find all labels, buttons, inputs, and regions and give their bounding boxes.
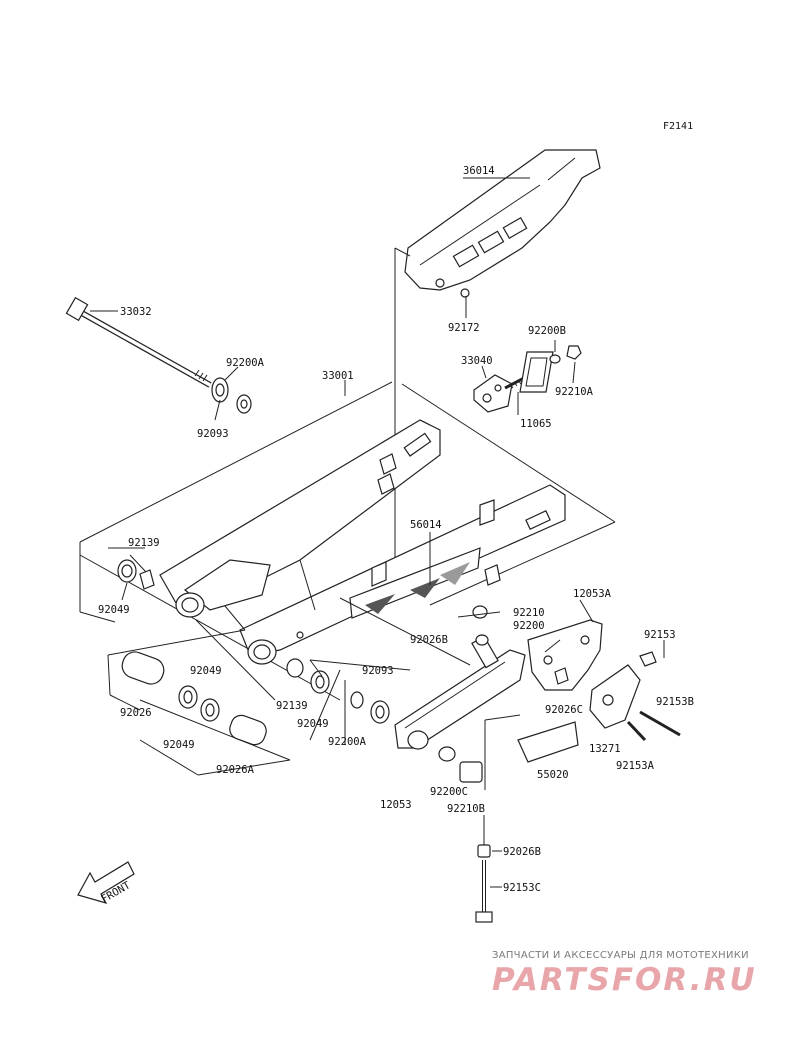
front-arrow-icon — [77, 861, 135, 904]
label-13271: 13271 — [589, 743, 621, 755]
label-92026C: 92026C — [545, 704, 583, 716]
label-92200B: 92200B — [528, 325, 566, 337]
label-92200A-low: 92200A — [328, 736, 367, 748]
label-92200C: 92200C — [430, 786, 468, 798]
label-92153B: 92153B — [656, 696, 694, 708]
label-92172: 92172 — [448, 322, 480, 334]
label-92139-mid: 92139 — [276, 700, 308, 712]
label-92049-low: 92049 — [163, 739, 195, 751]
label-92026B-mid: 92026B — [410, 634, 448, 646]
bracket-12053A — [527, 619, 681, 742]
label-92153: 92153 — [644, 629, 676, 641]
label-92049-low2: 92049 — [297, 718, 329, 730]
chain-adjuster-33040 — [473, 345, 582, 413]
label-92153C: 92153C — [503, 882, 541, 894]
pivot-shaft-33032 — [65, 296, 252, 414]
watermark-logo: PARTSFOR.RU — [492, 962, 757, 998]
label-92200A-top: 92200A — [226, 357, 265, 369]
label-12053A: 12053A — [573, 588, 612, 600]
label-36014: 36014 — [463, 165, 495, 177]
label-92026B-low: 92026B — [503, 846, 541, 858]
label-92093-top: 92093 — [197, 428, 229, 440]
label-33040: 33040 — [461, 355, 493, 367]
chain-guard-36014 — [404, 149, 601, 298]
label-33032: 33032 — [120, 306, 152, 318]
label-92139-left: 92139 — [128, 537, 160, 549]
label-55020: 55020 — [537, 769, 569, 781]
label-12053: 12053 — [380, 799, 412, 811]
label-92153A: 92153A — [616, 760, 655, 772]
label-56014: 56014 — [410, 519, 442, 531]
label-92049-mid: 92049 — [190, 665, 222, 677]
label-92210: 92210 — [513, 607, 545, 619]
label-92026: 92026 — [120, 707, 152, 719]
watermark-tagline: ЗАПЧАСТИ И АКСЕССУАРЫ ДЛЯ МОТОТЕХНИКИ — [492, 950, 749, 961]
label-92049-left: 92049 — [98, 604, 130, 616]
swingarm-33001 — [159, 419, 566, 665]
label-92210B: 92210B — [447, 803, 485, 815]
label-92200: 92200 — [513, 620, 545, 632]
label-92210A: 92210A — [555, 386, 594, 398]
chain-guide-12053 — [394, 605, 579, 783]
figure-code: F2141 — [663, 121, 694, 132]
label-11065: 11065 — [520, 418, 552, 430]
label-92093-mid: 92093 — [362, 665, 394, 677]
label-92026A: 92026A — [216, 764, 255, 776]
label-33001: 33001 — [322, 370, 354, 382]
